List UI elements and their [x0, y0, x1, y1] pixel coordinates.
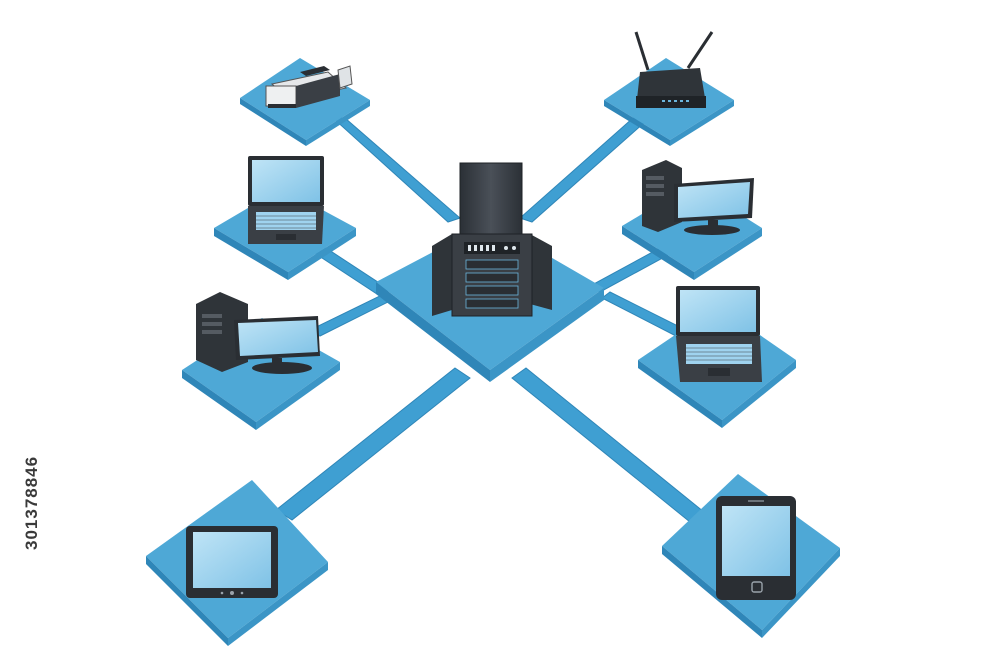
- server-icon: [432, 162, 552, 317]
- router-icon: [634, 31, 714, 108]
- cable-laptop-right: [601, 291, 688, 337]
- cable-printer: [331, 117, 461, 223]
- cable-tablet: [275, 367, 471, 521]
- printer-icon: [265, 65, 353, 108]
- cable-desktop-left: [308, 293, 393, 337]
- tablet-icon: [186, 526, 278, 598]
- cable-router: [519, 117, 646, 223]
- desktop-computer-icon: [642, 160, 754, 235]
- desktop-computer-icon: [196, 292, 320, 374]
- platform-router: [604, 58, 734, 146]
- smartphone-icon: [716, 496, 796, 600]
- stock-id-watermark: 301378846: [22, 455, 41, 550]
- laptop-icon: [248, 156, 324, 244]
- cables: [275, 117, 705, 523]
- laptop-icon: [676, 286, 762, 382]
